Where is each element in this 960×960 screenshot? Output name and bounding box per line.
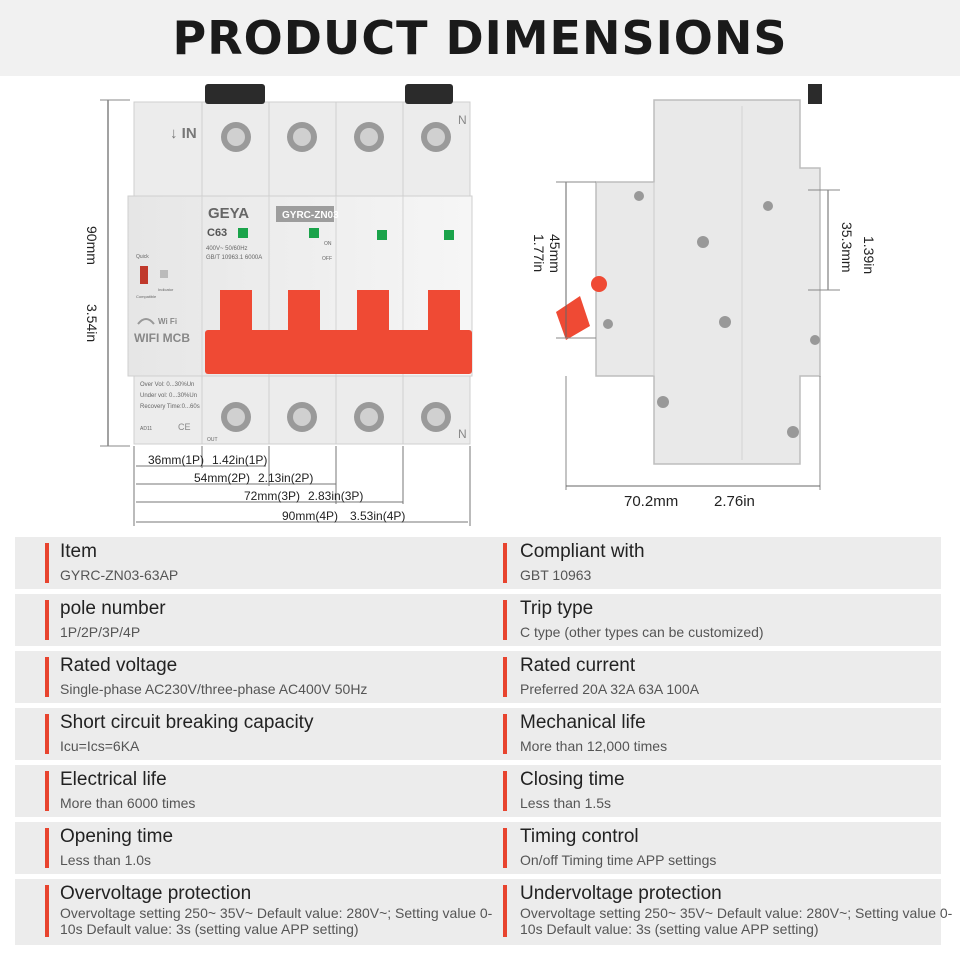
n-top-label: N <box>458 113 467 127</box>
din-clip-left <box>205 84 265 104</box>
height-in-text: 3.54in <box>84 304 100 342</box>
height-mm-text: 90mm <box>84 226 100 265</box>
over-vol-label: Over Vol: 0...30%Un <box>140 382 194 388</box>
spec-label: Short circuit breaking capacity <box>60 712 314 733</box>
wifi-badge: Wi Fi <box>158 317 177 326</box>
spec-value: Overvoltage setting 250~ 35V~ Default va… <box>60 905 493 937</box>
ad-label: AD11 <box>140 426 152 432</box>
spec-value: Overvoltage setting 250~ 35V~ Default va… <box>520 905 953 937</box>
din-clip-right <box>405 84 453 104</box>
status-led-3 <box>377 230 387 240</box>
side-din-clip <box>808 84 822 104</box>
spec-value: GYRC-ZN03-63AP <box>60 567 179 583</box>
off-label: OFF <box>322 256 332 262</box>
spec-label: Closing time <box>520 769 625 790</box>
ce-mark: CE <box>178 422 191 432</box>
dimension-figure: 90mm 3.54in ↓ IN N <box>0 76 960 532</box>
spec-line-1: 400V~ 50/60Hz <box>206 246 248 252</box>
spec-label: Overvoltage protection <box>60 883 252 904</box>
width-3p-in: 2.83in(3P) <box>308 489 363 503</box>
front-view: 90mm 3.54in ↓ IN N <box>84 84 473 526</box>
out-label: OUT <box>207 437 218 443</box>
width-1p-mm: 36mm(1P) <box>148 453 204 467</box>
spec-label: Rated voltage <box>60 655 178 676</box>
in-label: ↓ IN <box>170 125 197 142</box>
spec-value: Less than 1.5s <box>520 795 612 811</box>
n-bottom-label: N <box>458 427 467 441</box>
spec-value: On/off Timing time APP settings <box>520 852 717 868</box>
spec-value: Single-phase AC230V/three-phase AC400V 5… <box>60 681 368 697</box>
spec-value: Less than 1.0s <box>60 852 152 868</box>
spec-label: pole number <box>60 598 166 619</box>
spec-value: GBT 10963 <box>520 567 592 583</box>
width-2p-in: 2.13in(2P) <box>258 471 313 485</box>
status-led-1 <box>238 228 248 238</box>
spec-label: Mechanical life <box>520 712 646 733</box>
spec-label: Rated current <box>520 655 636 676</box>
spec-line-2: GB/T 10963.1 6000A <box>206 255 262 261</box>
spec-value: Preferred 20A 32A 63A 100A <box>520 681 700 697</box>
depth-in: 2.76in <box>714 493 755 510</box>
side-left-in: 1.77in <box>531 234 547 272</box>
width-4p-mm: 90mm(4P) <box>282 509 338 523</box>
spec-label: Item <box>60 541 97 562</box>
top-terminals <box>221 122 451 152</box>
side-right-in: 1.39in <box>861 236 877 274</box>
width-4p-in: 3.53in(4P) <box>350 509 405 523</box>
on-label: ON <box>324 241 332 247</box>
width-1p-in: 1.42in(1P) <box>212 453 267 467</box>
side-handle <box>556 296 590 340</box>
status-led-4 <box>444 230 454 240</box>
side-right-mm: 35.3mm <box>839 222 855 273</box>
bottom-terminals <box>221 402 451 432</box>
spec-label: Undervoltage protection <box>520 883 722 904</box>
side-left-mm: 45mm <box>547 234 563 273</box>
width-2p-mm: 54mm(2P) <box>194 471 250 485</box>
spec-label: Trip type <box>520 598 594 619</box>
brand-logo: GEYA <box>208 205 249 222</box>
spec-value: Icu=Ics=6KA <box>60 738 140 754</box>
spec-value: C type (other types can be customized) <box>520 624 764 640</box>
spec-value: 1P/2P/3P/4P <box>60 624 141 640</box>
quick-label: Quick <box>136 254 149 260</box>
model-label: GYRC-ZN03 <box>282 210 339 221</box>
recovery-label: Recovery Time:0...60s <box>140 404 200 410</box>
depth-mm: 70.2mm <box>624 493 678 510</box>
status-led-2 <box>309 228 319 238</box>
under-vol-label: Under vol: 0...30%Un <box>140 393 197 399</box>
spec-row: pole number 1P/2P/3P/4P Trip type C type … <box>15 594 941 646</box>
compatible-label: Compatible <box>136 294 157 299</box>
spec-label: Opening time <box>60 826 174 847</box>
wifi-mcb-label: WIFI MCB <box>134 331 190 345</box>
width-3p-mm: 72mm(3P) <box>244 489 300 503</box>
page-header: PRODUCT DIMENSIONS <box>0 0 960 76</box>
spec-value: More than 12,000 times <box>520 738 668 754</box>
spec-label: Electrical life <box>60 769 167 790</box>
quick-button <box>140 266 148 284</box>
dimension-drawing: 90mm 3.54in ↓ IN N <box>84 84 877 526</box>
side-view: 45mm 1.77in 35.3mm 1.39in 70.2mm 2.76in <box>531 84 877 510</box>
handle-tie-bar <box>205 330 472 374</box>
width-dimensions: 36mm(1P) 1.42in(1P) 54mm(2P) 2.13in(2P) … <box>133 446 471 526</box>
indicator-label: Indicator <box>158 287 174 292</box>
toggle-handles <box>205 290 472 374</box>
spec-label: Timing control <box>520 826 639 847</box>
spec-value: More than 6000 times <box>60 795 196 811</box>
wifi-icon <box>137 318 155 325</box>
side-red-dot <box>591 276 607 292</box>
rating-label: C63 <box>207 227 227 239</box>
page-title: PRODUCT DIMENSIONS <box>172 11 788 65</box>
spec-label: Compliant with <box>520 541 645 562</box>
